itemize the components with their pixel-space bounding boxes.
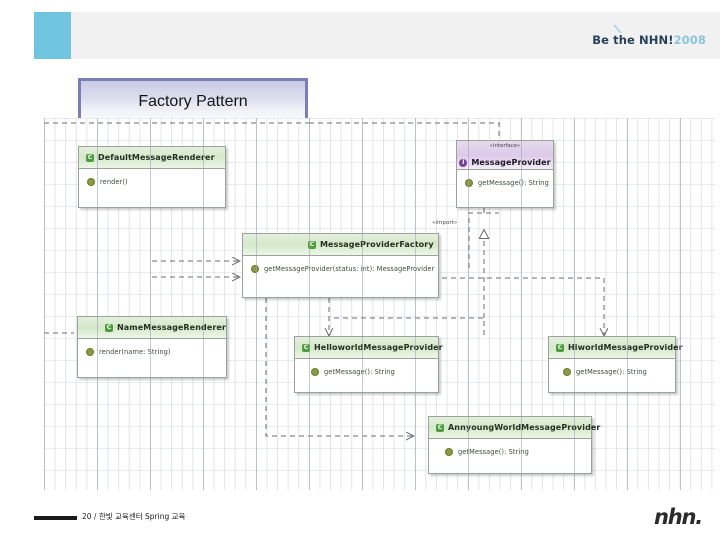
uml-class-members: getMessageProvider(status: int): Message… — [243, 256, 438, 273]
uml-class-header: C DefaultMessageRenderer — [79, 147, 225, 169]
uml-class-helloworld-message-provider[interactable]: C HelloworldMessageProvider getMessage()… — [294, 336, 443, 393]
uml-member-label: getMessage(): String — [324, 368, 395, 376]
class-icon: C — [556, 343, 564, 352]
header-brand-year: 2008 — [673, 33, 706, 47]
uml-stereotype: «interface» — [489, 143, 521, 149]
uml-class-name: DefaultMessageRenderer — [98, 153, 215, 162]
nhn-logo: nhn. — [653, 505, 703, 529]
uml-member: getMessage(): String — [563, 368, 675, 376]
header-brand: Be the NHN!2008 — [592, 33, 706, 47]
uml-class-header: C MessageProviderFactory — [243, 234, 438, 256]
uml-class-message-provider-factory[interactable]: C MessageProviderFactory getMessageProvi… — [242, 233, 439, 298]
uml-class-header: «interface» I MessageProvider — [457, 141, 553, 170]
uml-class-name: HelloworldMessageProvider — [314, 343, 443, 352]
uml-member-label: getMessage(): String — [458, 448, 529, 456]
uml-class-name: AnnyoungWorldMessageProvider — [448, 423, 601, 432]
uml-member-label: getMessage(): String — [576, 368, 647, 376]
slash-decoration-icon — [613, 24, 623, 34]
uml-class-members: getMessage(): String — [457, 170, 553, 187]
uml-class-members: getMessage(): String — [429, 439, 591, 456]
method-icon — [311, 368, 319, 376]
uml-member: getMessage(): String — [465, 179, 553, 187]
uml-member-label: getMessage(): String — [478, 179, 549, 187]
uml-class-header: C AnnyoungWorldMessageProvider — [429, 417, 600, 439]
slide-title-plaque: Factory Pattern — [78, 78, 308, 125]
uml-class-name-message-renderer[interactable]: C NameMessageRenderer render(name: Strin… — [77, 316, 227, 378]
uml-member: getMessageProvider(status: int): Message… — [251, 265, 438, 273]
header-brand-primary: Be the NHN! — [592, 33, 674, 47]
uml-class-default-message-renderer[interactable]: C DefaultMessageRenderer render() — [78, 146, 226, 208]
uml-member: render() — [87, 178, 225, 186]
method-icon — [87, 178, 95, 186]
uml-class-header: C HiworldMessageProvider — [549, 337, 683, 359]
class-icon: C — [86, 153, 94, 162]
uml-member-label: render(name: String) — [99, 348, 171, 356]
uml-class-name: HiworldMessageProvider — [568, 343, 683, 352]
uml-class-members: getMessage(): String — [549, 359, 675, 376]
uml-class-hiworld-message-provider[interactable]: C HiworldMessageProvider getMessage(): S… — [548, 336, 683, 393]
class-icon: C — [308, 240, 316, 249]
uml-class-header: C HelloworldMessageProvider — [295, 337, 443, 359]
header-band — [34, 12, 720, 59]
uml-class-members: render() — [79, 169, 225, 186]
uml-member-label: getMessageProvider(status: int): Message… — [264, 265, 435, 273]
class-icon: C — [302, 343, 310, 352]
uml-diagram-canvas: C DefaultMessageRenderer render() «inter… — [44, 118, 716, 490]
method-icon — [445, 448, 453, 456]
class-icon: C — [105, 323, 113, 332]
uml-class-annyoungworld-message-provider[interactable]: C AnnyoungWorldMessageProvider getMessag… — [428, 416, 600, 474]
uml-class-members: render(name: String) — [78, 339, 226, 356]
uml-class-name: MessageProvider — [471, 158, 551, 167]
method-icon — [563, 368, 571, 376]
method-icon — [251, 265, 259, 273]
method-icon — [465, 179, 473, 187]
header-accent-square — [34, 12, 71, 59]
uml-class-header: C NameMessageRenderer — [78, 317, 226, 339]
uml-member: getMessage(): String — [445, 448, 591, 456]
uml-class-members: getMessage(): String — [295, 359, 438, 376]
method-icon — [86, 348, 94, 356]
uml-class-name: NameMessageRenderer — [117, 323, 226, 332]
uml-member-label: render() — [100, 178, 128, 186]
uml-interface-message-provider[interactable]: «interface» I MessageProvider getMessage… — [456, 140, 554, 208]
page-title: Factory Pattern — [138, 92, 248, 110]
footer-page-label: 20 / 한빛 교육센터 Spring 교육 — [82, 512, 186, 521]
uml-member: render(name: String) — [86, 348, 226, 356]
footer-rule — [34, 516, 77, 520]
import-edge-label: «import» — [432, 220, 458, 226]
uml-member: getMessage(): String — [311, 368, 438, 376]
class-icon: C — [436, 423, 444, 432]
uml-class-name: MessageProviderFactory — [320, 240, 434, 249]
interface-icon: I — [459, 159, 468, 167]
